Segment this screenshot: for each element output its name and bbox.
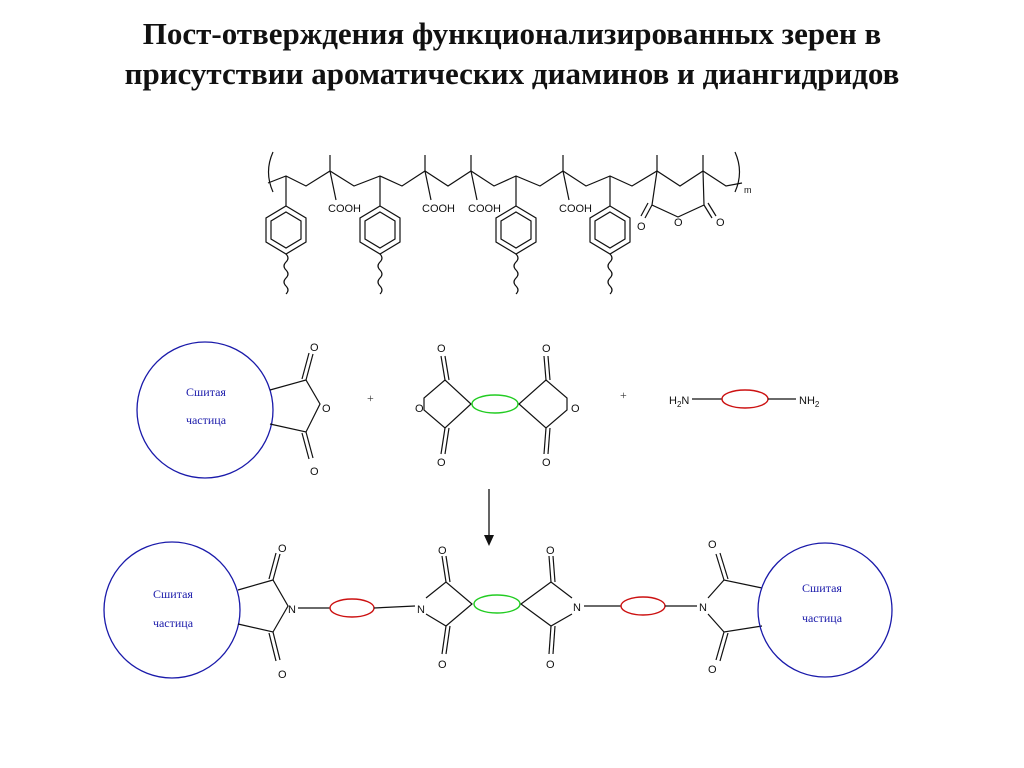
particle-label-line2: частица <box>153 616 194 630</box>
oxygen-atom: O <box>415 403 424 415</box>
oxygen-atom: O <box>542 343 551 355</box>
crosslinked-particle-left <box>103 541 241 679</box>
plus-sign: + <box>620 388 627 402</box>
slide-title: Пост-отверждения функционализированных з… <box>0 14 1024 94</box>
oxygen-atom: O <box>278 669 287 681</box>
reactants-row: Сшитая частица O O O + O O O O O O + H2N <box>136 341 820 479</box>
oxygen-atom: O <box>322 403 331 415</box>
dianhydride-core <box>471 394 519 414</box>
oxygen-atom: O <box>708 539 717 551</box>
oxygen-atom: O <box>571 403 580 415</box>
arrow-down-icon <box>484 489 494 546</box>
title-line-2: присутствии ароматических диаминов и диа… <box>124 56 900 91</box>
nitrogen-atom: N <box>699 602 707 614</box>
oxygen-atom: O <box>438 545 447 557</box>
dianhydride-core <box>473 594 521 614</box>
wavy-bond-icon <box>283 253 289 295</box>
diamine-core <box>620 596 666 616</box>
anhydride-ring <box>651 170 705 218</box>
diamine-core <box>329 598 375 618</box>
oxygen-atom: O <box>546 659 555 671</box>
polymer-chain: COOH COOH COOH COOH O O O m <box>265 151 752 295</box>
anhydride-oxygen: O <box>716 217 725 229</box>
phenyl-group <box>495 176 537 295</box>
phenyl-group <box>265 176 307 295</box>
oxygen-atom: O <box>437 343 446 355</box>
particle-label-line1: Сшитая <box>153 587 193 601</box>
anhydride-oxygen: O <box>674 217 683 229</box>
product-row: Сшитая частица O N O N O O O O N <box>103 539 893 681</box>
particle-anhydride <box>269 379 321 433</box>
nitrogen-atom: N <box>573 602 581 614</box>
nitrogen-atom: N <box>417 604 425 616</box>
crosslinked-particle-right <box>757 542 893 678</box>
nitrogen-atom: N <box>288 604 296 616</box>
particle-label-line2: частица <box>186 413 227 427</box>
backbone <box>267 170 743 187</box>
oxygen-atom: O <box>437 457 446 469</box>
wavy-bond-icon <box>377 253 383 295</box>
particle-label-line1: Сшитая <box>186 385 226 399</box>
title-line-1: Пост-отверждения функционализированных з… <box>142 16 882 51</box>
phenyl-group <box>589 176 631 295</box>
wavy-bond-icon <box>607 253 613 295</box>
cooh-label: COOH <box>559 203 592 215</box>
oxygen-atom: O <box>310 342 319 354</box>
cooh-label: COOH <box>328 203 361 215</box>
oxygen-atom: O <box>278 543 287 555</box>
phenyl-group <box>359 176 401 295</box>
cooh-label: COOH <box>422 203 455 215</box>
amine-left: H2N <box>669 395 689 409</box>
particle-label-line1: Сшитая <box>802 581 842 595</box>
diamine-core <box>721 389 769 409</box>
repeat-subscript: m <box>744 185 752 195</box>
anhydride-oxygen: O <box>637 221 646 233</box>
plus-sign: + <box>367 391 374 405</box>
oxygen-atom: O <box>542 457 551 469</box>
right-bracket <box>734 151 741 193</box>
oxygen-atom: O <box>438 659 447 671</box>
dianhydride-right-ring <box>518 379 568 429</box>
cooh-label: COOH <box>468 203 501 215</box>
oxygen-atom: O <box>546 545 555 557</box>
left-bracket <box>267 151 274 193</box>
wavy-bond-icon <box>513 253 519 295</box>
dianhydride-left-ring <box>423 379 472 429</box>
oxygen-atom: O <box>708 664 717 676</box>
particle-label-line2: частица <box>802 611 843 625</box>
oxygen-atom: O <box>310 466 319 478</box>
crosslinked-particle <box>136 341 274 479</box>
amine-right: NH2 <box>799 395 820 409</box>
